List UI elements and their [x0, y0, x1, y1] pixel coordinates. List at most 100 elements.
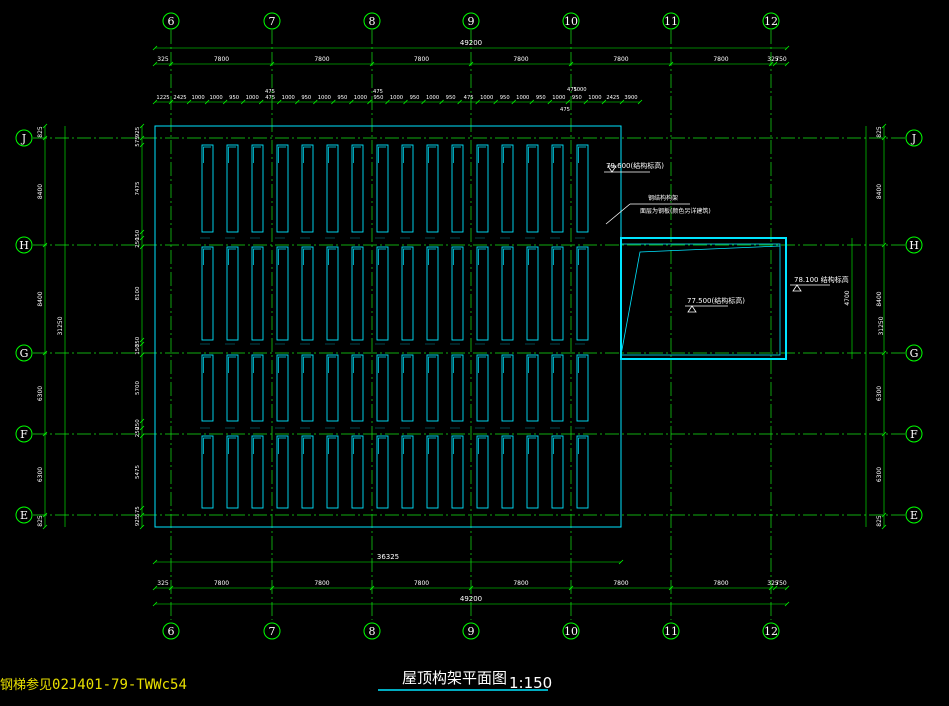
- axis-bubble-bottom-6-label: 6: [168, 625, 175, 638]
- slat-c4-b1: [276, 144, 289, 233]
- slat-c2-b4-lip: [228, 437, 236, 454]
- slat-c3-b1: [251, 144, 264, 233]
- axis-bubble-left-H-label: H: [19, 239, 29, 252]
- axis-bubble-bottom-12-circle: [762, 622, 780, 640]
- slat-c7-b2: [351, 246, 364, 341]
- left-outer-label-4: 6300: [37, 467, 44, 482]
- slat-c4-b2-lip: [278, 248, 286, 265]
- slat-c2-b2-lip: [228, 248, 236, 265]
- axis-bubble-left-E-circle: [15, 506, 33, 524]
- slat-c6-b2-lip: [328, 248, 336, 265]
- top-detail-tick: [152, 99, 158, 105]
- slat-c8-b4-lip: [378, 437, 386, 454]
- axis-bubble-right-E-label: E: [910, 509, 918, 522]
- left-outer-label-0: 825: [37, 126, 44, 138]
- slat-c13-b4-lip: [503, 437, 511, 454]
- left-inner-tick: [139, 524, 145, 530]
- top-detail-label-20: 1000: [516, 95, 529, 101]
- slat-c6-b2: [326, 246, 339, 341]
- top-seg-tick: [369, 61, 375, 67]
- left-inner-label-1: 575: [135, 136, 141, 147]
- top-detail-label-14: 950: [410, 95, 420, 101]
- slat-c1-b3-lip: [203, 356, 211, 373]
- axis-bubble-bottom-10-label: 10: [564, 625, 578, 638]
- slat-c15-b3-lip: [553, 356, 561, 373]
- slat-c2-b1-lip: [228, 146, 236, 163]
- slat-c2-b4: [226, 435, 239, 509]
- slat-c11-b4: [451, 435, 464, 509]
- axis-bubble-top-8-circle: [363, 12, 381, 30]
- top-seg-tick: [784, 61, 790, 67]
- left-inner-tick: [139, 244, 145, 250]
- left-inner-tick: [139, 512, 145, 518]
- left-inner-tick: [139, 341, 145, 347]
- slat-c14-b3-lip: [528, 356, 536, 373]
- slat-c13-b3: [501, 354, 514, 422]
- top-detail-tick: [276, 99, 282, 105]
- slat-c15-b4: [551, 435, 564, 509]
- left-total-label: 31250: [57, 316, 64, 335]
- top-detail-extra-0: 475: [265, 89, 275, 95]
- top-detail-label-16: 950: [446, 95, 456, 101]
- slat-c7-b4: [351, 435, 364, 509]
- right-outer-label-2: 8400: [876, 291, 883, 306]
- axis-bubble-bottom-7-circle: [263, 622, 281, 640]
- top-detail-label-7: 1000: [282, 95, 295, 101]
- slat-c1-b2-lip: [203, 248, 211, 265]
- bottom-seg-tick: [668, 585, 674, 591]
- slat-c15-b3: [551, 354, 564, 422]
- axis-bubble-right-J-label: J: [911, 132, 916, 145]
- slat-c8-b1-lip: [378, 146, 386, 163]
- axis-bubble-top-12-circle: [762, 12, 780, 30]
- frame-width-label: 36325: [377, 553, 399, 561]
- left-outer-label-2: 8400: [37, 291, 44, 306]
- slat-c11-b1: [451, 144, 464, 233]
- slat-c13-b1-lip: [503, 146, 511, 163]
- slat-c4-b4: [276, 435, 289, 509]
- slat-c3-b4-lip: [253, 437, 261, 454]
- bottom-seg-tick: [568, 585, 574, 591]
- top-detail-label-3: 1000: [209, 95, 222, 101]
- top-detail-extra-4: 475: [560, 107, 570, 113]
- slat-c8-b1: [376, 144, 389, 233]
- slat-c11-b1-lip: [453, 146, 461, 163]
- left-inner-tick: [139, 425, 145, 431]
- bottom-seg-label-3: 7800: [414, 580, 429, 587]
- left-inner-label-13: 925: [135, 515, 141, 526]
- left-inner-label-0: 925: [135, 126, 141, 137]
- right-outer-tick: [881, 242, 887, 248]
- slat-c6-b3: [326, 354, 339, 422]
- slat-c13-b3-lip: [503, 356, 511, 373]
- slat-c6-b4-lip: [328, 437, 336, 454]
- top-detail-tick: [331, 99, 336, 105]
- slat-c11-b2: [451, 246, 464, 341]
- top-detail-tick: [222, 99, 228, 105]
- top-detail-tick: [475, 99, 480, 105]
- slat-c13-b2: [501, 246, 514, 341]
- right-outer-tick: [881, 524, 887, 530]
- bottom-seg-label-6: 7800: [713, 580, 728, 587]
- axis-bubble-bottom-11-label: 11: [664, 625, 678, 638]
- top-detail-tick: [313, 99, 318, 105]
- top-detail-label-0: 1225: [156, 95, 169, 101]
- slat-c13-b1: [501, 144, 514, 233]
- slat-c4-b3: [276, 354, 289, 422]
- axis-bubble-bottom-11-circle: [662, 622, 680, 640]
- lower-canopy-inner: [620, 243, 781, 356]
- top-detail-tick: [186, 99, 192, 105]
- slat-c12-b1-lip: [478, 146, 486, 163]
- left-inner-tick: [139, 505, 145, 511]
- left-inner-tick: [139, 229, 145, 235]
- slat-c10-b1-lip: [428, 146, 436, 163]
- axis-bubble-right-H-label: H: [909, 239, 919, 252]
- axis-bubble-top-8-label: 8: [369, 15, 376, 28]
- left-outer-tick: [42, 242, 48, 248]
- top-detail-label-23: 950: [572, 95, 582, 101]
- slat-c4-b3-lip: [278, 356, 286, 373]
- top-seg-tick: [568, 61, 574, 67]
- left-outer-tick: [42, 431, 48, 437]
- top-detail-extra-2: 475: [567, 87, 577, 93]
- top-detail-label-8: 950: [301, 95, 311, 101]
- top-detail-label-17: 475: [464, 95, 474, 101]
